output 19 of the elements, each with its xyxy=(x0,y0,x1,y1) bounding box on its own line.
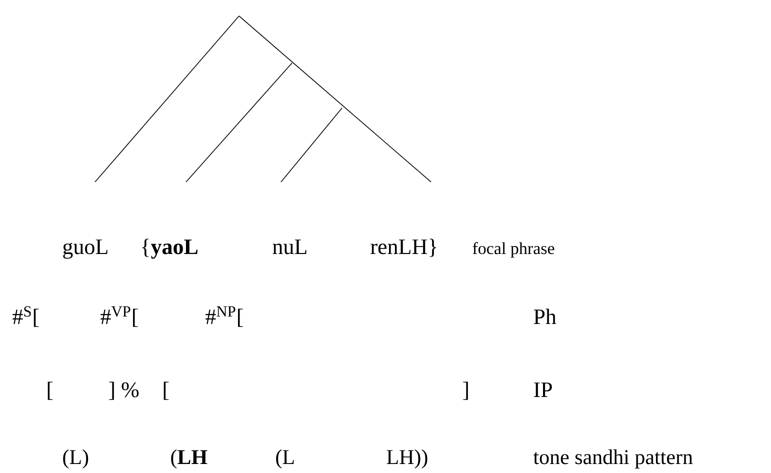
tone-mark: LH)) xyxy=(386,449,428,468)
row-label: tone sandhi pattern xyxy=(533,449,693,468)
word: guoL xyxy=(63,240,108,259)
boundary-mark: #$^{VP}$[ xyxy=(100,306,138,327)
tone-mark: (LH xyxy=(171,449,208,468)
word: nuL xyxy=(272,240,306,254)
bracket: [ xyxy=(164,382,169,400)
word: {yaoL xyxy=(142,238,198,259)
bracket: [ xyxy=(48,382,53,400)
bracket: ] xyxy=(463,382,468,400)
tone-mark: (L) xyxy=(63,449,88,468)
row-label: focal phrase xyxy=(472,242,554,258)
boundary-mark: #$^{S}$[ xyxy=(12,306,39,327)
row-label: Ph xyxy=(534,308,556,324)
boundary-mark: #$^{NP}$[ xyxy=(206,306,243,327)
tone-mark: (L xyxy=(276,449,294,468)
word: renLH} xyxy=(370,238,436,257)
bracket: ] % xyxy=(109,382,139,400)
row-label: IP xyxy=(534,382,552,397)
